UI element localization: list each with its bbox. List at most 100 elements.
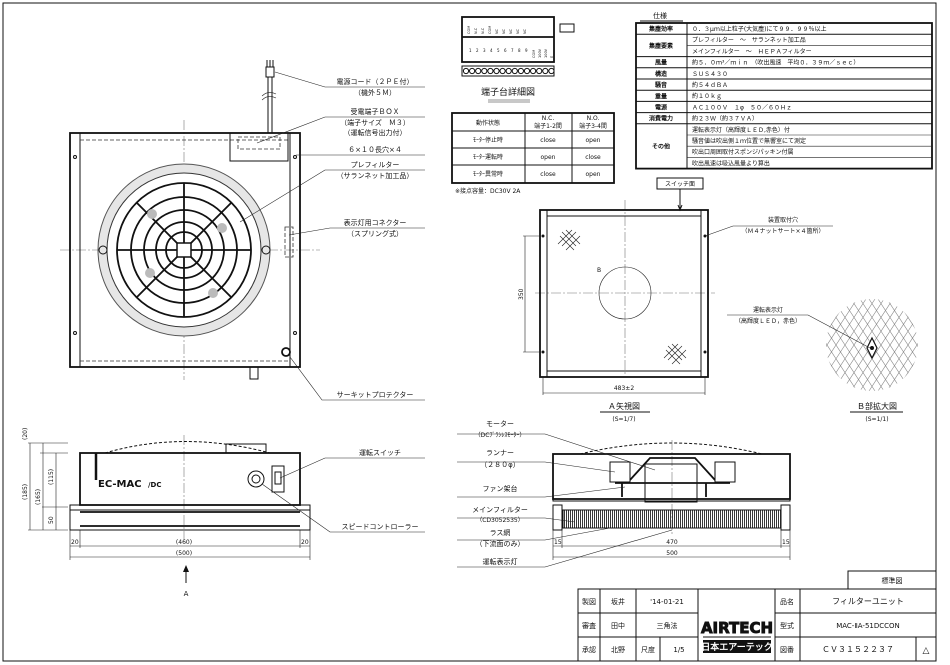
projection: 三角法 — [657, 621, 678, 630]
main-filter — [562, 509, 782, 529]
terminal-number: 3 — [483, 48, 486, 53]
terminal-screw-icon — [548, 67, 555, 75]
spec-value: 吹出風速は吸込風量より算出 — [692, 159, 770, 167]
company-logo-jp: 日本エアーテック — [701, 641, 772, 653]
checked-by: 田中 — [611, 621, 625, 630]
callout-prefilter: プレフィルター — [351, 160, 400, 169]
cell-no: open — [586, 137, 601, 144]
terminal-label: NC — [495, 28, 499, 34]
callout-lath-net: ラス網 — [490, 528, 511, 537]
cell-state: ﾓｰﾀｰ運転時 — [473, 153, 503, 161]
drawing-date: '14-01-21 — [650, 598, 684, 606]
dim-50: 50 — [48, 516, 55, 524]
name-label: 品名 — [780, 597, 794, 606]
callout-lamp-connector-sub: （スプリング式） — [347, 229, 403, 238]
dim-460: (460) — [176, 539, 192, 546]
terminal-number: 5 — [497, 48, 500, 53]
spec-value: 約２３Ｗ（約３７ＶＡ） — [692, 115, 758, 123]
circuit-protector-icon — [281, 347, 291, 357]
company-logo-en: AIRTECH — [701, 619, 773, 637]
callout-terminal-box-sub2: （運転信号出力付） — [344, 128, 407, 137]
header-no: N.O. — [587, 115, 600, 122]
power-terminal-label: E — [550, 56, 554, 58]
dim-185: (185) — [22, 484, 29, 500]
drawing-number: ＣＶ３１５２２３７ — [822, 645, 894, 654]
front-view: 電源コード（２ＰＥ付） （機外５Ｍ） 受電端子ＢＯＸ （端子サイズ Ｍ３） （運… — [60, 60, 425, 401]
cell-nc: close — [540, 171, 556, 178]
terminal-label: NC — [502, 28, 506, 34]
a-view: スイッチ面 B 350 483±2 Ａ矢視図 (S=1/7) 装置取付穴 （Ｍ４… — [518, 177, 833, 423]
cell-state: ﾓｰﾀｰ停止時 — [473, 136, 503, 144]
b-view: 運転表示灯 （高輝度ＬＥＤ，赤色） Ｂ部拡大図 (S=1/1) — [727, 299, 918, 423]
scale-value: 1/5 — [673, 646, 684, 654]
b-view-scale: (S=1/1) — [865, 416, 888, 423]
terminal-screw-icon — [542, 67, 549, 75]
terminal-label: NC — [516, 28, 520, 34]
callout-prefilter-sub: （サランネット加工品） — [337, 171, 414, 180]
table-row: ﾓｰﾀｰ異常時 close open — [473, 170, 601, 178]
drawn-label: 製図 — [582, 597, 596, 606]
dim-350: 350 — [518, 288, 525, 300]
section-view: モーター （DCﾌﾞﾗｼﾚｽﾓｰﾀｰ） ランナー （２８０φ） ファン架台 メイ… — [457, 419, 791, 568]
spec-value: 騒音値は吹出側１ｍ位置で無響室にて測定 — [692, 137, 806, 145]
callout-power-cord: 電源コード（２ＰＥ付） — [337, 77, 414, 86]
checked-label: 審査 — [582, 621, 596, 630]
spec-value: 約５４ｄＢＡ — [692, 81, 728, 89]
cell-nc: close — [540, 137, 556, 144]
terminal-screw-icon — [481, 67, 488, 75]
terminal-number: 8 — [518, 48, 521, 53]
spec-label: 電源 — [655, 104, 667, 112]
terminal-screw-icon — [505, 67, 512, 75]
mount-hole-sub: （Ｍ４ナットサート×４箇所） — [741, 227, 824, 235]
callout-motor: モーター — [486, 419, 514, 428]
callout-lath-net-sub: （下流面のみ） — [476, 539, 525, 548]
drawn-by: 坂井 — [611, 597, 625, 606]
dim-20-left: 20 — [71, 539, 79, 546]
callout-terminal-box-sub1: （端子サイズ Ｍ３） — [340, 118, 410, 127]
spec-label: 消費電力 — [649, 115, 673, 123]
spec-label: 風量 — [655, 59, 667, 67]
spec-label: 重量 — [655, 92, 667, 100]
spec-row: 風量約５．０ｍ³／ｍｉｎ （吹出風速 平均０．３９ｍ／ｓｅｃ） — [655, 59, 859, 67]
terminal-number: 7 — [511, 48, 514, 53]
spec-value: 約１０ｋｇ — [692, 92, 722, 100]
b-lamp-label: 運転表示灯 — [753, 306, 783, 314]
terminal-screw-icon — [523, 67, 531, 75]
side-view: EC-MAC /DC 運転スイッチ スピードコントローラー (20) (185)… — [22, 428, 425, 598]
terminal-block-title: 端子台詳細図 — [481, 86, 535, 98]
spec-label: 騒音 — [655, 81, 667, 89]
terminal-label: NC — [509, 28, 513, 34]
spec-value: ＳＵＳ４３０ — [692, 71, 728, 78]
terminal-screw-icon — [517, 67, 525, 75]
terminal-number: 2 — [476, 48, 479, 53]
terminal-screw-icon — [499, 67, 506, 75]
view-arrow-label: A — [184, 590, 189, 598]
unit-body — [69, 132, 301, 368]
scale-label: 尺度 — [641, 645, 655, 654]
dim-115: (115) — [48, 469, 55, 485]
spec-value: ０．３μｍ以上粒子(大気塵)にて９９．９９％以上 — [692, 25, 827, 33]
fan-guard — [97, 163, 271, 337]
speed-controller-knob-icon — [247, 470, 265, 488]
spec-value: メインフィルター ～ ＨＥＰＡフィルター — [692, 47, 812, 55]
contact-note: ※接点容量：DC30V 2A — [455, 187, 521, 195]
b-mark: B — [597, 267, 601, 274]
spec-label: 構造 — [655, 70, 667, 78]
dim-20-top: (20) — [22, 428, 29, 440]
dim-470: 470 — [666, 539, 678, 546]
callout-terminal-box: 受電端子ＢＯＸ — [351, 107, 400, 116]
terminal-screw-icon — [530, 67, 537, 75]
spec-row: 重量 約１０ｋｇ — [655, 92, 722, 100]
table-row: ﾓｰﾀｰ停止時 close open — [473, 136, 601, 144]
terminal-box — [229, 132, 289, 162]
contact-table: 動作状態 N.C. 端子1-2間 N.O. 端子3-4間 ﾓｰﾀｰ停止時 clo… — [451, 112, 615, 195]
dim-483: 483±2 — [614, 385, 634, 392]
approved-by: 北野 — [611, 646, 625, 654]
callout-slot-holes: ６×１０長穴×４ — [348, 145, 402, 154]
dim-165: (165) — [35, 489, 42, 505]
b-detail-circle — [598, 266, 652, 320]
